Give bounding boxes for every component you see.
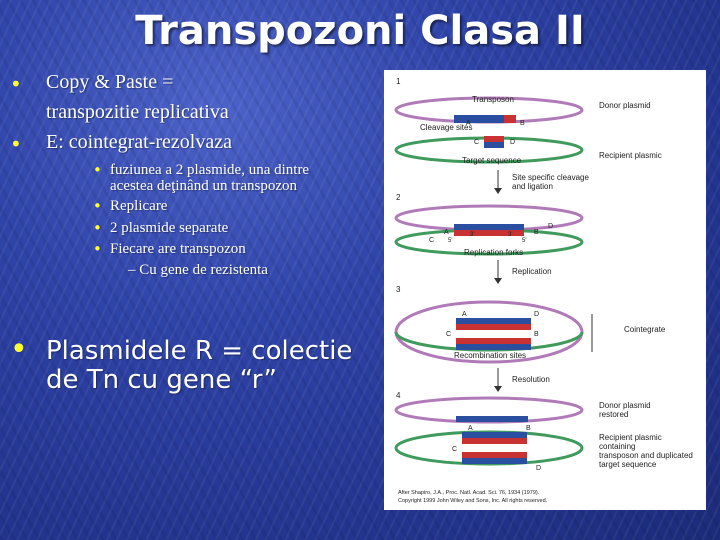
- sub-bullet-fuziune-line2: acestea deţinând un transpozon: [110, 178, 298, 194]
- site-label: D: [534, 311, 539, 318]
- transposon-block: [454, 224, 524, 230]
- bullet-dot: •: [10, 72, 22, 96]
- target-site: [484, 142, 504, 148]
- label-recipient-containing-2: containing: [599, 442, 635, 451]
- sub-bullet-replicare: Replicare: [110, 198, 168, 214]
- label-cleavage-sites: Cleavage sites: [420, 123, 472, 132]
- sub-bullet-dot: •: [93, 161, 102, 179]
- main-point-line2: de Tn cu gene “r”: [46, 365, 277, 395]
- bullet-copy-paste-line1: Copy & Paste =: [46, 71, 174, 93]
- transposition-diagram: 1 2 3 4 Transposon Donor plasmid Cleavag…: [384, 70, 706, 510]
- bullet-copy-paste-line2: transpozitie replicativa: [46, 101, 229, 123]
- site-label: C: [446, 331, 451, 338]
- label-site-specific: Site specific cleavage: [512, 173, 589, 182]
- site-label: D: [536, 465, 541, 472]
- label-transposon: Transposon: [472, 95, 514, 104]
- label-recipient-containing-4: target sequence: [599, 460, 657, 469]
- site-label: B: [520, 120, 525, 127]
- site-label: C: [429, 237, 434, 244]
- transposon-block: [454, 115, 504, 123]
- bullet-cointegrat: E: cointegrat-rezolvaza: [46, 131, 232, 153]
- sub-bullet-fuziune-line1: fuziunea a 2 plasmide, una dintre: [110, 162, 310, 178]
- step-number: 3: [396, 285, 401, 294]
- strand-label: 3': [508, 232, 512, 238]
- sub-bullet-dot: •: [93, 197, 102, 215]
- label-donor-plasmid: Donor plasmid: [599, 101, 651, 110]
- transposon-block: [454, 230, 524, 236]
- label-recipient-plasmid: Recipient plasmic: [599, 151, 662, 160]
- transposon-end: [504, 115, 516, 123]
- site-label: B: [526, 425, 531, 432]
- site-label: A: [444, 229, 449, 236]
- figure-copyright: Copyright 1999 John Wiley and Sons, Inc.…: [398, 498, 548, 504]
- label-replication: Replication: [512, 267, 552, 276]
- site-label: D: [510, 139, 515, 146]
- transposon-block: [462, 432, 527, 438]
- site-label: A: [466, 120, 471, 127]
- label-donor-restored-2: restored: [599, 410, 628, 419]
- label-donor-restored-1: Donor plasmid: [599, 401, 651, 410]
- main-point-line1: Plasmidele R = colectie: [46, 336, 353, 366]
- figure-credit: After Shapiro, J.A., Proc. Natl. Acad. S…: [398, 490, 540, 496]
- transposon-copy: [456, 324, 531, 330]
- site-label: B: [534, 331, 539, 338]
- site-label: D: [548, 223, 553, 230]
- sub-bullet-plasmide: 2 plasmide separate: [110, 220, 229, 236]
- bullet-dot: •: [10, 332, 28, 367]
- sub-bullet-dot: •: [93, 219, 102, 237]
- sub-bullet-dot: •: [93, 240, 102, 258]
- transposon-block: [456, 416, 528, 422]
- arrow-head: [494, 386, 502, 392]
- transposon-copy: [456, 318, 531, 324]
- label-recipient-containing-1: Recipient plasmic: [599, 433, 662, 442]
- site-label: A: [462, 311, 467, 318]
- site-label: C: [452, 446, 457, 453]
- label-resolution: Resolution: [512, 375, 550, 384]
- sub-sub-bullet-gene: – Cu gene de rezistenta: [128, 262, 268, 278]
- slide-title: Transpozoni Clasa II: [135, 8, 585, 54]
- site-label: C: [474, 139, 479, 146]
- bullet-dot: •: [10, 132, 22, 156]
- label-cointegrate: Cointegrate: [624, 325, 666, 334]
- step-number: 1: [396, 77, 401, 86]
- label-target-sequence: Target sequence: [462, 156, 522, 165]
- transposon-copy: [456, 344, 531, 350]
- label-and-ligation: and ligation: [512, 182, 553, 191]
- sub-bullet-transpozon: Fiecare are transpozon: [110, 241, 246, 257]
- label-recombination-sites: Recombination sites: [454, 351, 526, 360]
- step-number: 2: [396, 193, 401, 202]
- transposon-block: [462, 458, 527, 464]
- label-replication-forks: Replication forks: [464, 248, 523, 257]
- strand-label: 5': [522, 238, 526, 244]
- target-site: [484, 136, 504, 142]
- site-label: A: [468, 425, 473, 432]
- transposon-block: [462, 438, 527, 444]
- strand-label: 5': [448, 238, 452, 244]
- transposon-block: [462, 452, 527, 458]
- arrow-head: [494, 188, 502, 194]
- transposon-copy: [456, 338, 531, 344]
- step-number: 4: [396, 391, 401, 400]
- site-label: B: [534, 229, 539, 236]
- strand-label: 3': [470, 232, 474, 238]
- arrow-head: [494, 278, 502, 284]
- label-recipient-containing-3: transposon and duplicated: [599, 451, 693, 460]
